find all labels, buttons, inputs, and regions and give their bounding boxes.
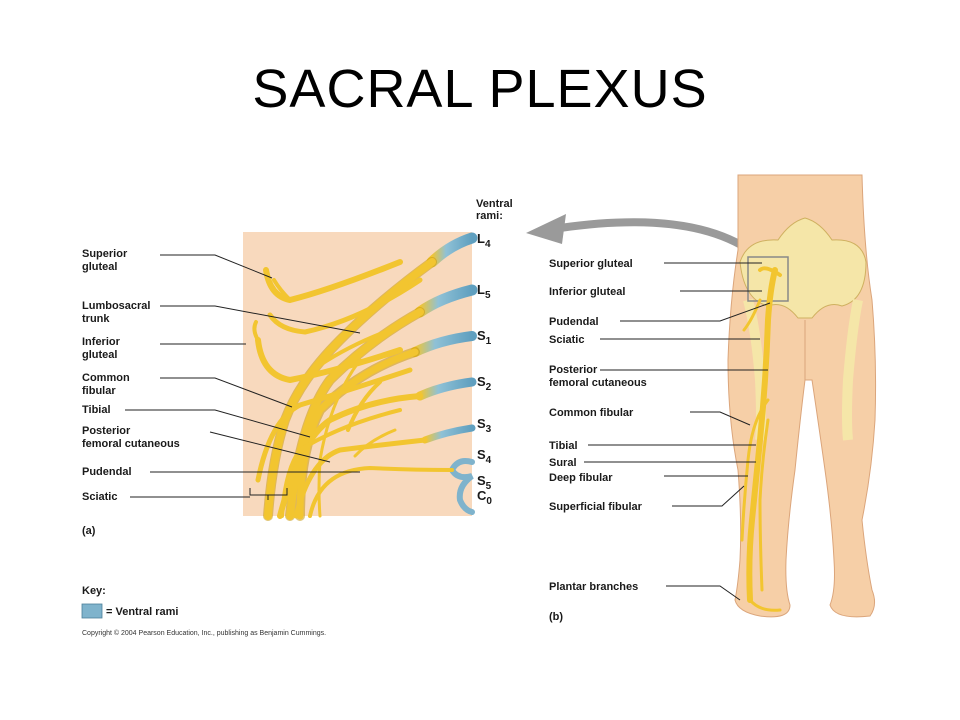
spinal-S3: S3: [477, 416, 492, 435]
label-lumbosacral-trunk: Lumbosacral: [82, 300, 150, 312]
key: Key: = Ventral rami Copyright © 2004 Pea…: [81, 585, 326, 637]
spinal-level-labels: Ventral rami: L4 L5 S1 S2 S3 S4 S5 C0: [476, 198, 513, 507]
leg-nerves: [740, 266, 782, 612]
spinal-S4: S4: [477, 447, 492, 466]
label-b-pudendal: Pudendal: [549, 316, 599, 328]
label-tibial: Tibial: [82, 404, 111, 416]
spinal-S1: S1: [477, 328, 492, 347]
label-b-inferior-gluteal: Inferior gluteal: [549, 286, 625, 298]
spinal-L5: L5: [477, 282, 491, 301]
ventral-rami-header: Ventral: [476, 198, 513, 210]
label-inferior-gluteal-2: gluteal: [82, 349, 117, 361]
panel-b-tag: (b): [549, 611, 563, 623]
panel-a-leader-lines: [125, 254, 361, 498]
label-pudendal: Pudendal: [82, 466, 132, 478]
panel-b-leader-lines: [584, 262, 771, 601]
spinal-S5: S5: [477, 473, 492, 492]
key-item-label: = Ventral rami: [106, 606, 178, 618]
label-b-tibial: Tibial: [549, 440, 578, 452]
label-superior-gluteal-2: gluteal: [82, 261, 117, 273]
label-common-fibular: Common: [82, 372, 130, 384]
label-common-fibular-2: fibular: [82, 385, 116, 397]
label-sciatic: Sciatic: [82, 491, 117, 503]
panel-b-labels: Superior gluteal Inferior gluteal Pudend…: [549, 258, 647, 623]
label-b-sural: Sural: [549, 457, 577, 469]
label-lumbosacral-trunk-2: trunk: [82, 313, 110, 325]
label-b-sciatic: Sciatic: [549, 334, 584, 346]
panel-b-illustration: [584, 174, 877, 618]
panel-a-tag: (a): [82, 525, 96, 537]
label-b-superior-gluteal: Superior gluteal: [549, 258, 633, 270]
label-superior-gluteal: Superior: [82, 248, 128, 260]
plexus-nerves: [252, 257, 454, 521]
copyright: Copyright © 2004 Pearson Education, Inc.…: [82, 629, 326, 637]
label-posterior-femoral-cutaneous-2: femoral cutaneous: [82, 438, 180, 450]
spinal-S2: S2: [477, 374, 492, 393]
label-b-plantar-branches: Plantar branches: [549, 581, 638, 593]
reference-arrow: [526, 214, 763, 262]
spinal-L4: L4: [477, 231, 491, 250]
key-swatch: [81, 603, 103, 619]
spinal-C0: C0: [477, 488, 492, 507]
page-title: SACRAL PLEXUS: [252, 59, 708, 119]
label-b-superficial-fibular: Superficial fibular: [549, 501, 643, 513]
label-posterior-femoral-cutaneous: Posterior: [82, 425, 131, 437]
sciatic-bracket: [249, 488, 288, 500]
label-b-posterior-femoral-cutaneous-2: femoral cutaneous: [549, 377, 647, 389]
femur-right: [842, 299, 863, 441]
label-b-common-fibular: Common fibular: [549, 407, 634, 419]
ventral-rami-header-2: rami:: [476, 210, 503, 222]
panel-a-labels: Superior gluteal Lumbosacral trunk Infer…: [82, 248, 180, 537]
panel-a-illustration: [125, 232, 478, 521]
label-b-posterior-femoral-cutaneous: Posterior: [549, 364, 598, 376]
label-inferior-gluteal: Inferior: [82, 336, 121, 348]
key-title: Key:: [82, 585, 106, 597]
label-b-deep-fibular: Deep fibular: [549, 472, 613, 484]
